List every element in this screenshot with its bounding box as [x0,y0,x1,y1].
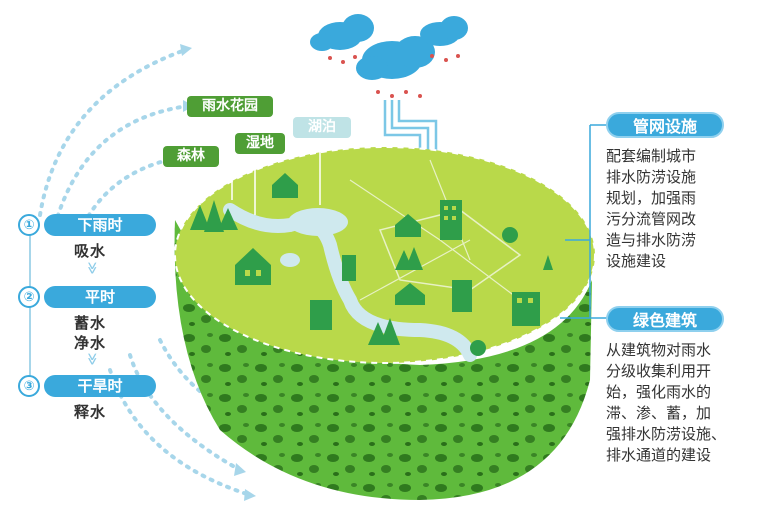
stage-1-action: 吸水 [74,242,107,260]
pipe-network-desc: 配套编制城市 排水防涝设施 规划，加强雨 污分流管网改 造与排水防涝 设施建设 [606,147,697,270]
forest-label: 森林 [163,146,219,167]
window-details [245,206,533,303]
rain-garden-label: 雨水花园 [187,96,273,117]
forest-trees [190,200,518,356]
label-leaders [199,116,321,215]
pipe-network-title: 管网设施 [606,112,724,138]
buildings [235,173,553,330]
stage-3-number: ③ [18,375,40,397]
stage-1-title: 下雨时 [44,214,156,236]
stage-1-number: ① [18,214,40,236]
lake-label: 湖泊 [293,117,351,138]
wetland-label: 湿地 [235,133,285,154]
stage-3-title: 干旱时 [44,375,156,397]
sponge-body [174,146,596,500]
rain-cloud-icon [310,14,468,80]
stage-2-number: ② [18,286,40,308]
stage-2-action-1: 蓄水 [74,314,107,332]
surface-features [223,159,522,362]
stage-2-action-2: 净水 [74,334,107,352]
chevron-down-icon: ≫ [85,352,100,366]
raindrops [328,54,460,98]
lake-shape [288,208,348,236]
chevron-down-icon: ≫ [85,261,100,275]
stage-2-title: 平时 [44,286,156,308]
green-building-desc: 从建筑物对雨水 分级收集利用开 始，强化雨水的 滞、渗、蓄，加 强排水防涝设施、… [606,341,727,464]
green-building-title: 绿色建筑 [606,306,724,332]
stage-3-action: 释水 [74,403,107,421]
